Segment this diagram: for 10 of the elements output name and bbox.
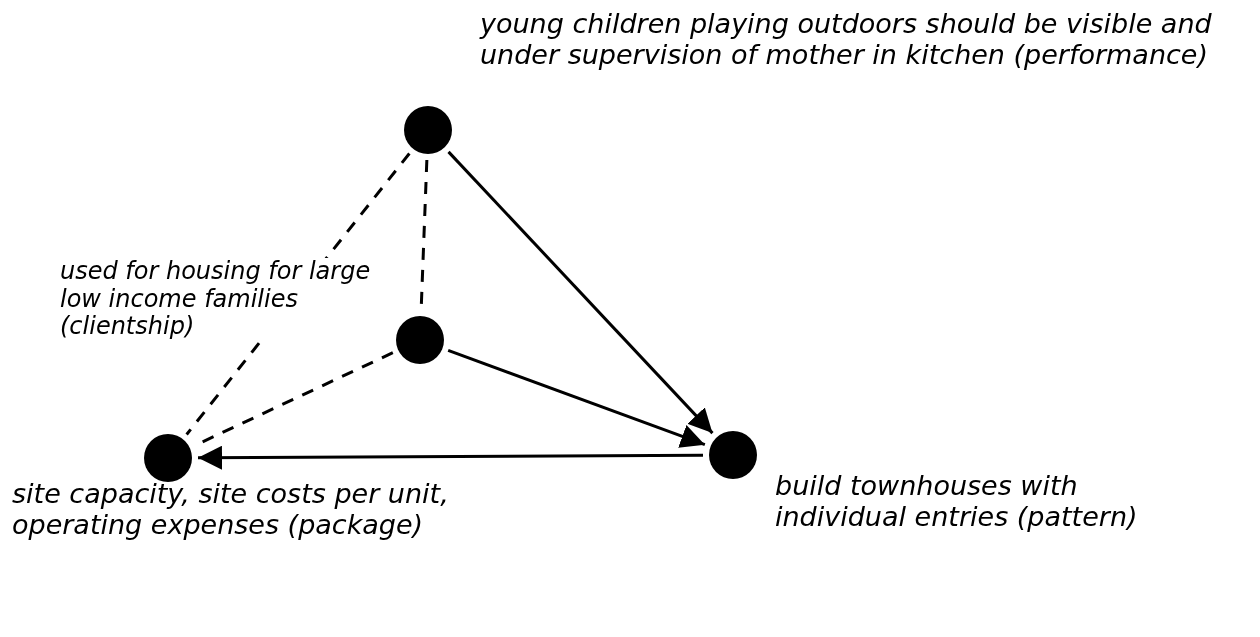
node-caption: build townhouses with individual entries (pattern) <box>775 470 1139 533</box>
dot <box>709 431 757 479</box>
node-caption: young children playing outdoors should be visible and under supervision of mother in kitchen (performance) <box>480 8 1213 71</box>
dot <box>404 106 452 154</box>
dot <box>396 316 444 364</box>
dot <box>144 434 192 482</box>
arrow <box>447 348 706 448</box>
arrow <box>447 150 714 435</box>
node-caption: site capacity, site costs per unit, operating expenses (package) <box>12 478 450 541</box>
arrow <box>198 445 703 470</box>
